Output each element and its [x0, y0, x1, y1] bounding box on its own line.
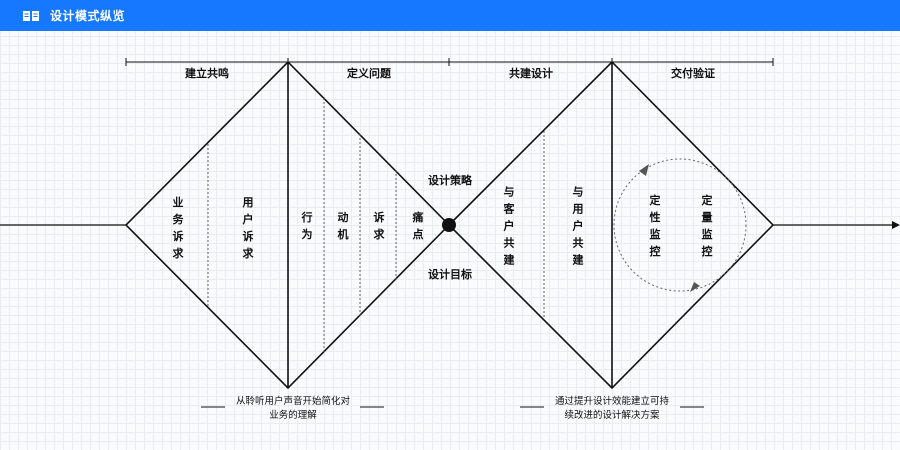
center-bottom-label: 设计目标	[428, 268, 472, 281]
cycle-circle	[613, 158, 747, 292]
phase-label: 定义问题	[347, 67, 391, 80]
note-right-line: 通过提升设计效能建立可持	[554, 396, 670, 407]
section-label-painpoint: 痛点	[412, 211, 424, 241]
page-title: 设计模式纵览	[50, 9, 126, 23]
cycle-arrow-bottom	[690, 282, 700, 292]
diamond-build	[447, 60, 775, 390]
double-diamond-diagram: 建立共鸣 定义问题 共建设计 交付验证 业务诉求 用户诉求 行为 动机 诉求 痛…	[0, 31, 900, 450]
section-label-behavior: 行为	[301, 211, 313, 241]
section-label-demand: 诉求	[373, 211, 385, 241]
phase-label: 共建设计	[509, 67, 553, 80]
center-node	[442, 218, 456, 232]
note-left-line: 业务的理解	[269, 410, 317, 421]
section-label-quantitative: 定量监控	[701, 194, 713, 258]
note-left-line: 从聆听用户声音开始简化对	[235, 396, 351, 407]
section-label-cocreate-client: 与客户共建	[503, 185, 515, 267]
section-label-qualitative: 定性监控	[649, 194, 661, 258]
phase-label: 建立共鸣	[185, 67, 229, 80]
section-label-cocreate-user: 与用户共建	[572, 185, 584, 267]
diagram-lines	[0, 58, 900, 408]
section-label-motive: 动机	[337, 211, 349, 241]
note-left: 从聆听用户声音开始简化对 业务的理解	[236, 395, 350, 423]
open-book-icon	[22, 9, 40, 23]
note-right: 通过提升设计效能建立可持 续改进的设计解决方案	[555, 395, 669, 423]
section-label-user: 用户诉求	[242, 196, 254, 260]
center-top-label: 设计策略	[428, 174, 472, 187]
cycle-arrow-top	[639, 164, 649, 176]
phase-label: 交付验证	[671, 67, 715, 80]
section-label-business: 业务诉求	[172, 196, 184, 260]
phase-ruler	[125, 58, 774, 66]
header-bar: 设计模式纵览	[0, 0, 900, 31]
note-right-line: 续改进的设计解决方案	[564, 410, 660, 421]
